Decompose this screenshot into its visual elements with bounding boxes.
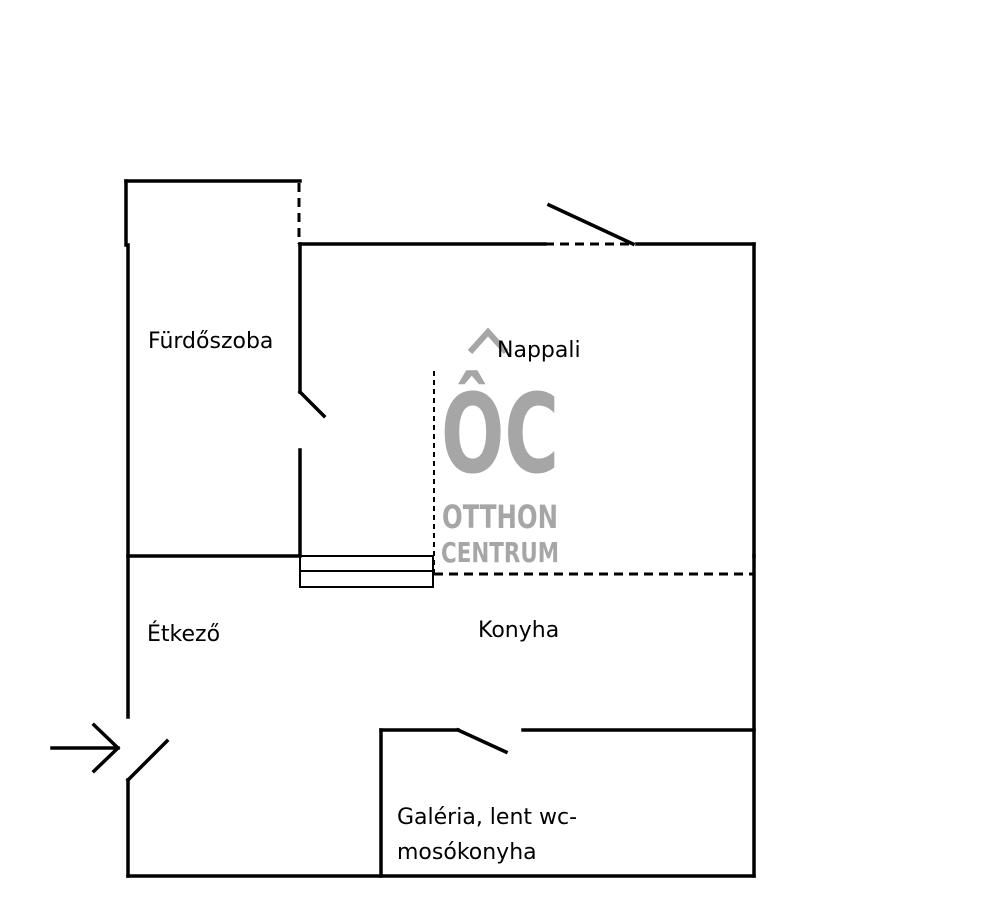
entrance-arrow-icon (50, 722, 121, 774)
gallery-door (455, 727, 509, 755)
watermark-line2: CENTRUM (441, 536, 559, 569)
watermark-line1: OTTHON (442, 498, 558, 536)
living-room-door (546, 202, 636, 247)
room-label-dining: Étkező (147, 622, 221, 647)
bathroom-walls (124, 179, 302, 719)
room-label-living-room: Nappali (497, 338, 581, 363)
room-label-gallery-line1: Galéria, lent wc- (397, 805, 578, 830)
room-label-kitchen: Konyha (478, 618, 560, 643)
watermark-logo: ÔC (441, 370, 559, 498)
bathroom-door (297, 389, 327, 419)
living-room-walls (298, 242, 756, 576)
outer-walls (126, 554, 756, 878)
watermark-roof-icon (467, 327, 509, 355)
stairs (299, 555, 434, 588)
gallery-walls (379, 728, 756, 878)
room-label-bathroom: Fürdőszoba (148, 329, 274, 354)
otthon-centrum-watermark: ÔC OTTHON CENTRUM (441, 327, 559, 569)
room-label-gallery-line2: mosókonyha (397, 840, 537, 865)
entrance-door (125, 738, 170, 783)
